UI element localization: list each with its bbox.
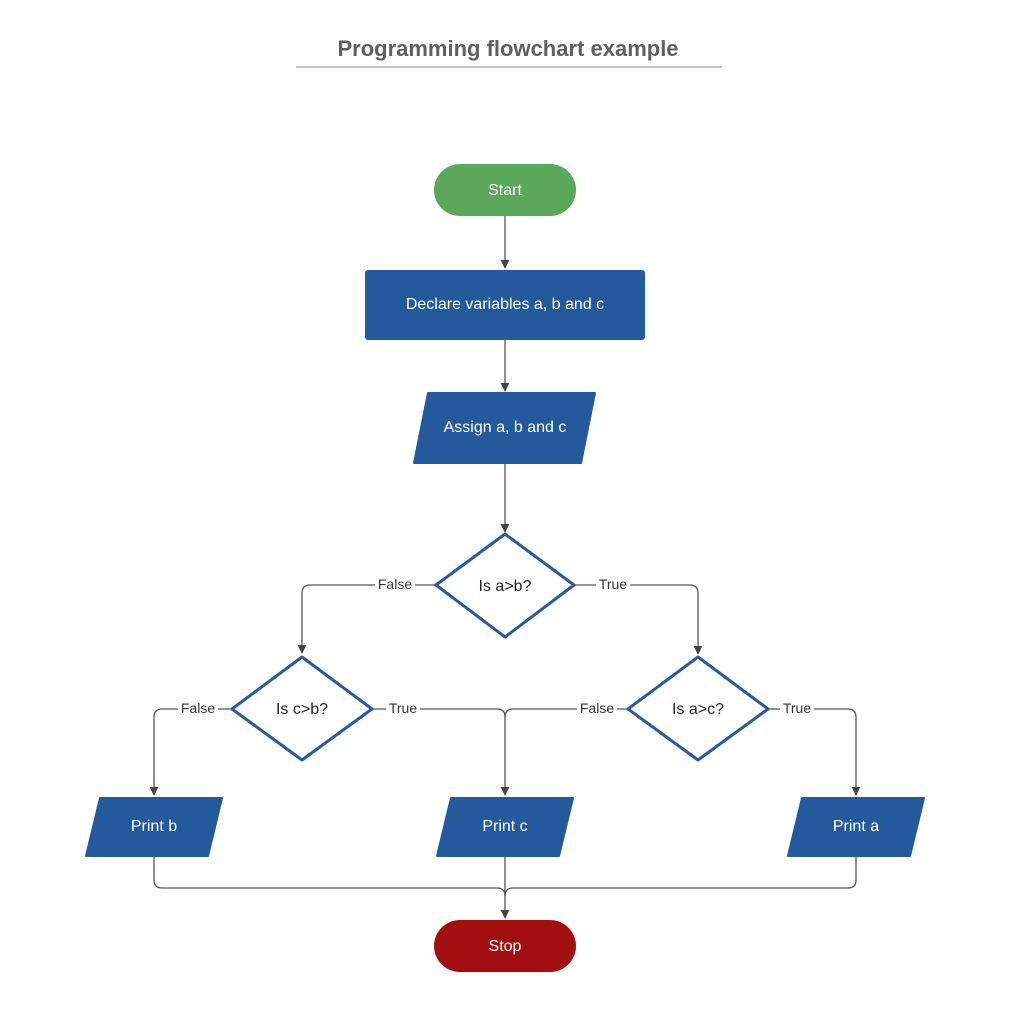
node-start: Start bbox=[434, 164, 576, 216]
label-a-gt-c-true: True bbox=[783, 700, 811, 716]
declare-process-shape bbox=[365, 270, 645, 340]
connectors bbox=[149, 216, 861, 919]
edge-a-gt-c-false bbox=[504, 708, 628, 718]
node-decision-a-gt-b: Is a>b? bbox=[434, 532, 576, 639]
edge-labels: False True False True False True bbox=[178, 575, 814, 717]
decision-c-gt-b-label: Is c>b? bbox=[276, 701, 328, 718]
stop-label: Stop bbox=[489, 938, 522, 955]
node-stop: Stop bbox=[434, 920, 576, 972]
assign-io-shape bbox=[413, 392, 596, 464]
node-decision-c-gt-b: Is c>b? bbox=[230, 655, 374, 762]
label-a-gt-c-false: False bbox=[580, 700, 614, 716]
label-c-gt-b-true: True bbox=[389, 700, 417, 716]
start-label: Start bbox=[488, 182, 522, 199]
edge-a-gt-b-true bbox=[574, 584, 703, 655]
print-c-label: Print c bbox=[482, 818, 527, 835]
decision-a-gt-b-shape bbox=[434, 532, 576, 639]
node-declare-variables: Declare variables a, b and c bbox=[365, 270, 645, 340]
declare-label: Declare variables a, b and c bbox=[406, 296, 604, 313]
edge-print-b-stop bbox=[153, 856, 506, 897]
stop-terminator-shape bbox=[434, 920, 576, 972]
print-c-io-shape bbox=[436, 797, 574, 857]
edge-a-gt-c-true bbox=[768, 708, 861, 796]
node-assign: Assign a, b and c bbox=[413, 392, 596, 464]
print-a-io-shape bbox=[787, 797, 925, 857]
label-a-gt-b-true: True bbox=[599, 576, 627, 592]
decision-a-gt-c-label: Is a>c? bbox=[672, 701, 724, 718]
start-terminator-shape bbox=[434, 164, 576, 216]
label-c-gt-b-false: False bbox=[181, 700, 215, 716]
decision-a-gt-b-label: Is a>b? bbox=[479, 578, 532, 595]
assign-label: Assign a, b and c bbox=[444, 419, 567, 436]
print-b-label: Print b bbox=[131, 818, 177, 835]
print-a-label: Print a bbox=[833, 818, 879, 835]
edge-c-gt-b-false bbox=[149, 708, 232, 796]
decision-c-gt-b-shape bbox=[230, 655, 374, 762]
node-print-a: Print a bbox=[787, 797, 925, 857]
node-decision-a-gt-c: Is a>c? bbox=[626, 655, 770, 762]
node-print-c: Print c bbox=[436, 797, 574, 857]
decision-a-gt-c-shape bbox=[626, 655, 770, 762]
diagram-title: Programming flowchart example bbox=[337, 36, 678, 61]
label-a-gt-b-false: False bbox=[378, 576, 412, 592]
edge-print-a-stop bbox=[504, 856, 857, 897]
print-b-io-shape bbox=[85, 797, 223, 857]
edge-a-gt-b-false bbox=[297, 584, 436, 654]
edge-c-gt-b-true bbox=[372, 708, 510, 796]
node-print-b: Print b bbox=[85, 797, 223, 857]
